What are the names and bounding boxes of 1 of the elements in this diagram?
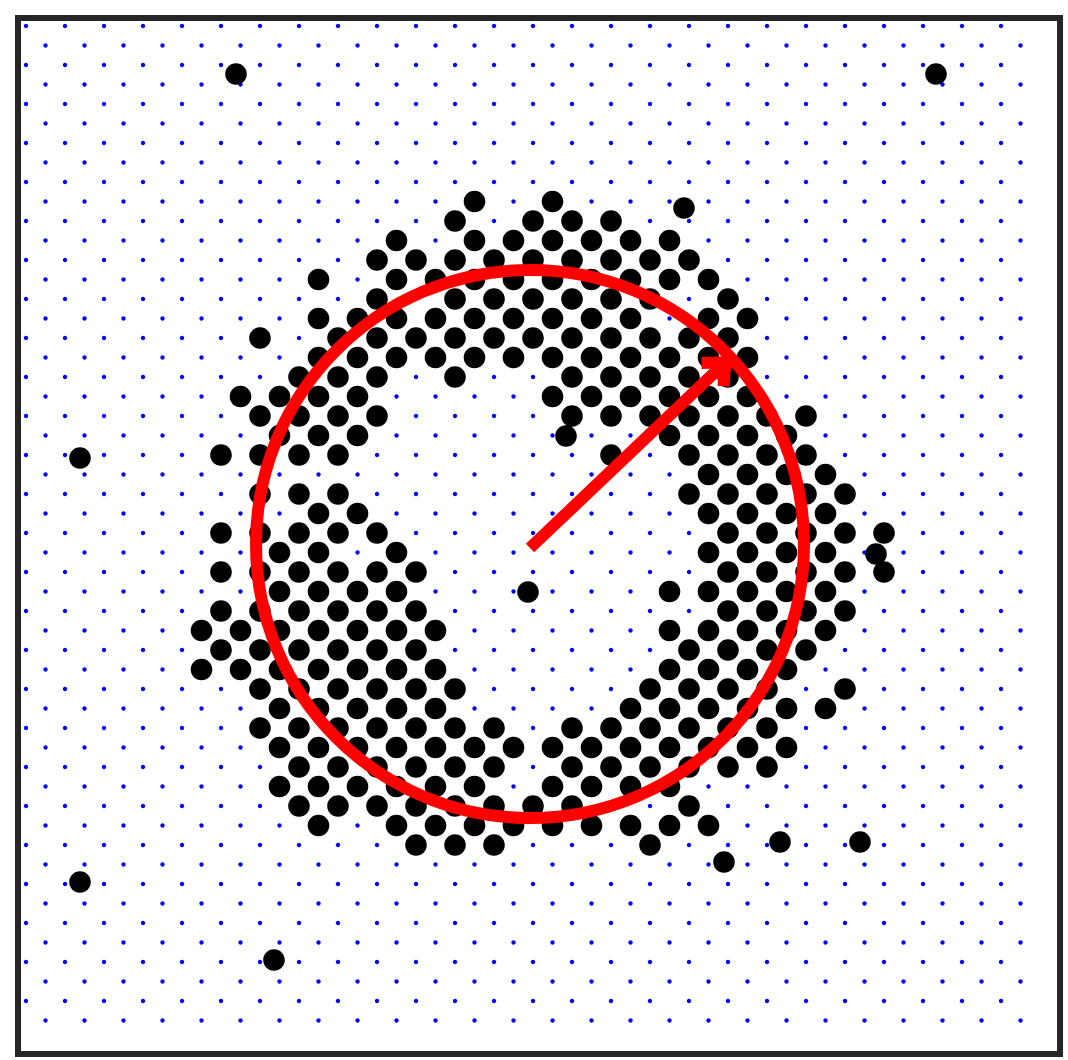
circle-outline — [250, 264, 810, 824]
